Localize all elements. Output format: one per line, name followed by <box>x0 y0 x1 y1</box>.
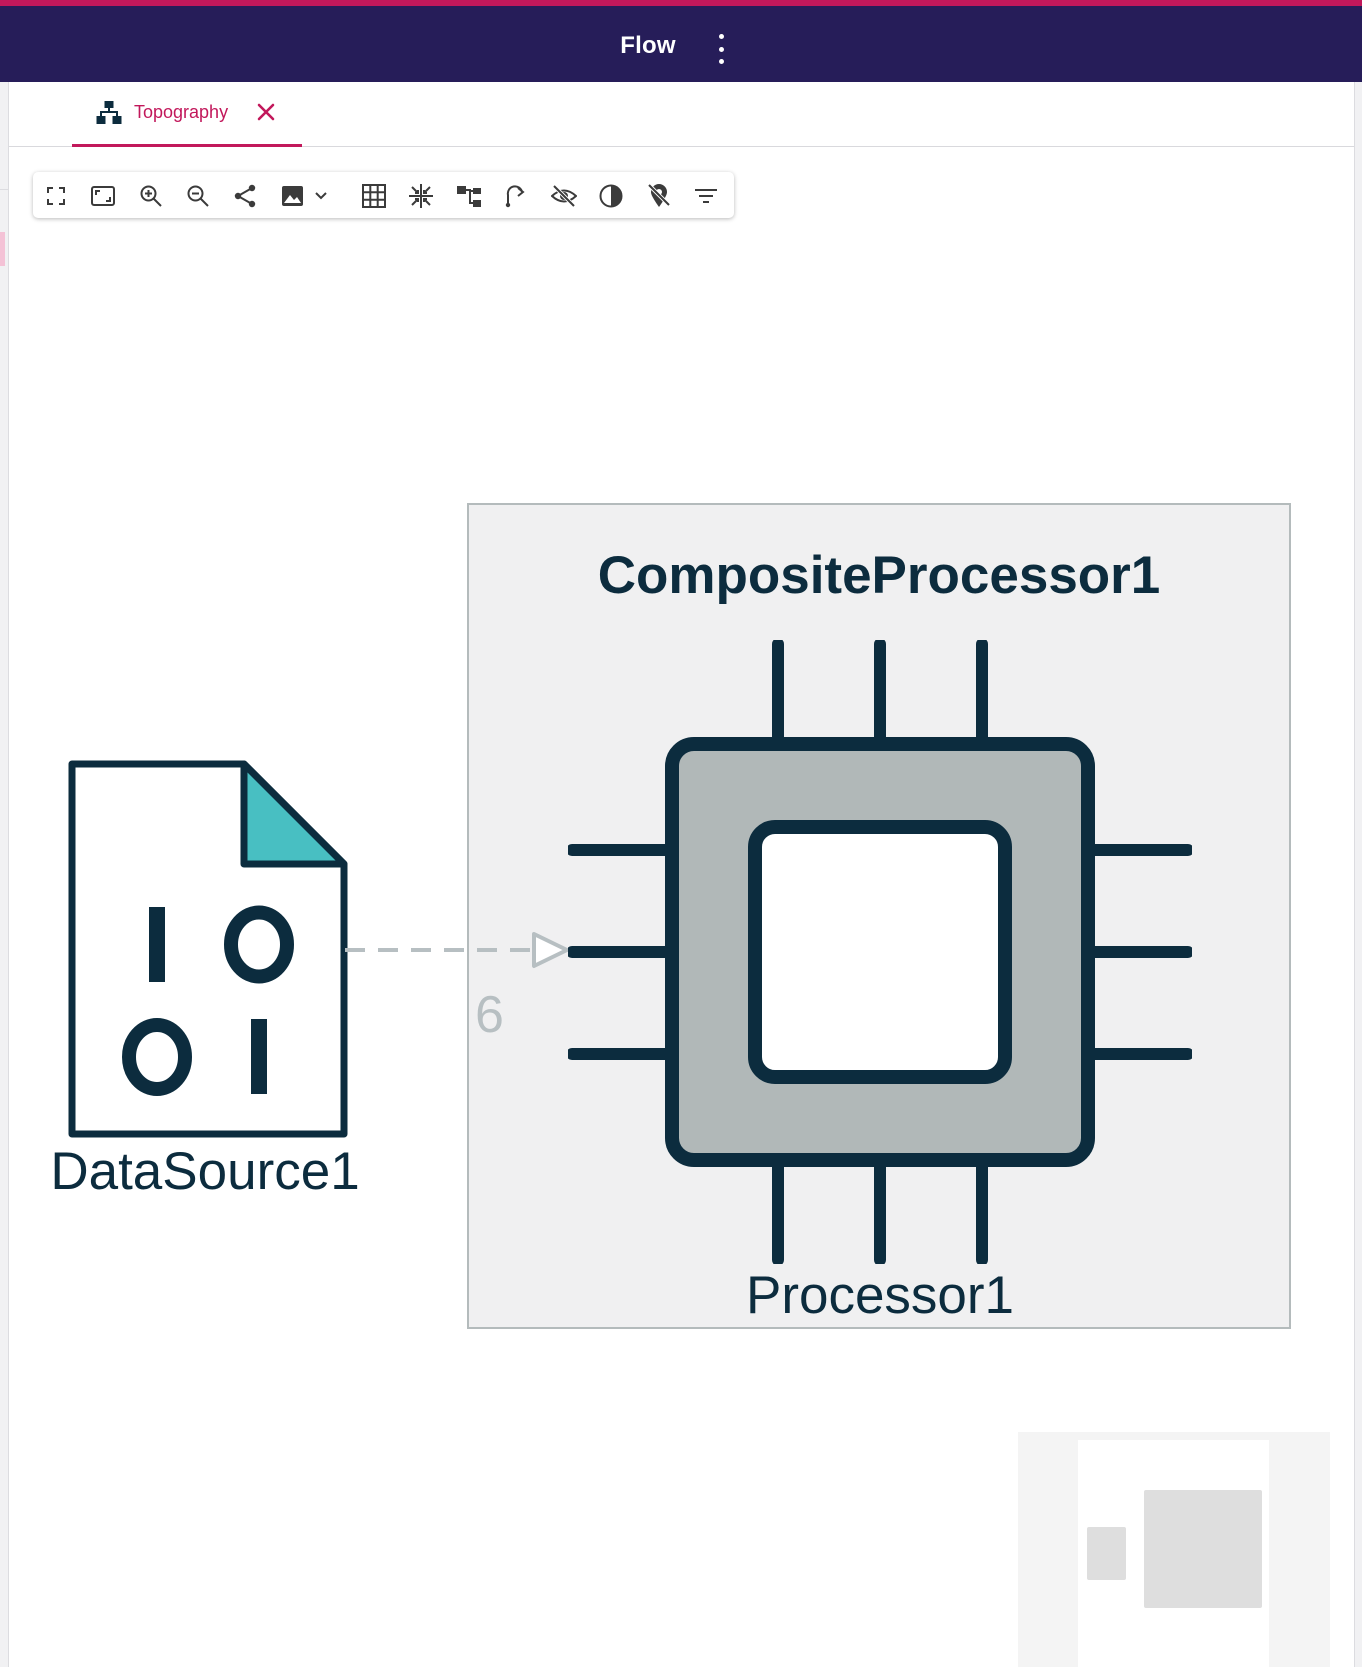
datasource-label: DataSource1 <box>50 1142 360 1201</box>
unpin-button[interactable] <box>646 183 672 209</box>
tab-bar: Topography <box>9 82 1354 147</box>
hide-icon <box>551 184 577 208</box>
app-header: Flow <box>0 0 1362 82</box>
zoom-out-button[interactable] <box>185 183 211 209</box>
left-panel-divider <box>0 189 8 190</box>
processor-chip-icon[interactable] <box>568 640 1192 1264</box>
collapse-icon <box>409 184 433 208</box>
processor-label: Processor1 <box>745 1266 1015 1325</box>
redo-route-icon <box>505 185 525 208</box>
hierarchy-layout-icon <box>457 186 481 207</box>
minimap[interactable] <box>1018 1432 1330 1667</box>
fit-selection-button[interactable] <box>90 183 116 209</box>
minimap-node-composite <box>1144 1490 1262 1608</box>
contrast-button[interactable] <box>598 183 624 209</box>
fit-screen-icon <box>47 187 65 205</box>
collapse-button[interactable] <box>408 183 434 209</box>
grid-button[interactable] <box>361 183 387 209</box>
close-icon[interactable] <box>254 100 278 124</box>
left-panel-selection-marker <box>0 232 5 266</box>
edge-connector[interactable] <box>343 930 573 974</box>
edge-label: 6 <box>475 986 504 1044</box>
hierarchy-layout-button[interactable] <box>456 183 482 209</box>
contrast-icon <box>599 184 623 208</box>
app-title: Flow <box>620 32 676 59</box>
share-button[interactable] <box>232 183 258 209</box>
tab-label: Topography <box>134 102 229 122</box>
graph-toolbar <box>33 172 734 218</box>
more-options-icon[interactable] <box>710 34 732 64</box>
fit-screen-button[interactable] <box>43 183 69 209</box>
binary-file-icon[interactable] <box>68 760 348 1138</box>
unpin-icon <box>647 183 671 207</box>
zoom-in-button[interactable] <box>138 183 164 209</box>
filter-icon <box>695 189 717 203</box>
filter-button[interactable] <box>693 183 719 209</box>
export-image-icon <box>282 186 327 206</box>
redo-route-button[interactable] <box>503 183 529 209</box>
minimap-node-datasource <box>1087 1527 1126 1580</box>
share-icon <box>234 184 256 208</box>
left-panel-edge <box>0 82 9 1667</box>
grid-icon <box>362 184 386 208</box>
right-panel-edge <box>1354 82 1362 1667</box>
export-image-button[interactable] <box>280 183 336 209</box>
zoom-in-icon <box>140 185 162 207</box>
zoom-out-icon <box>187 185 209 207</box>
tab-topography[interactable]: Topography <box>72 82 302 147</box>
hierarchy-icon <box>96 101 122 124</box>
composite-processor-label: CompositeProcessor1 <box>597 546 1161 605</box>
hide-button[interactable] <box>551 183 577 209</box>
fit-selection-icon <box>91 186 115 206</box>
